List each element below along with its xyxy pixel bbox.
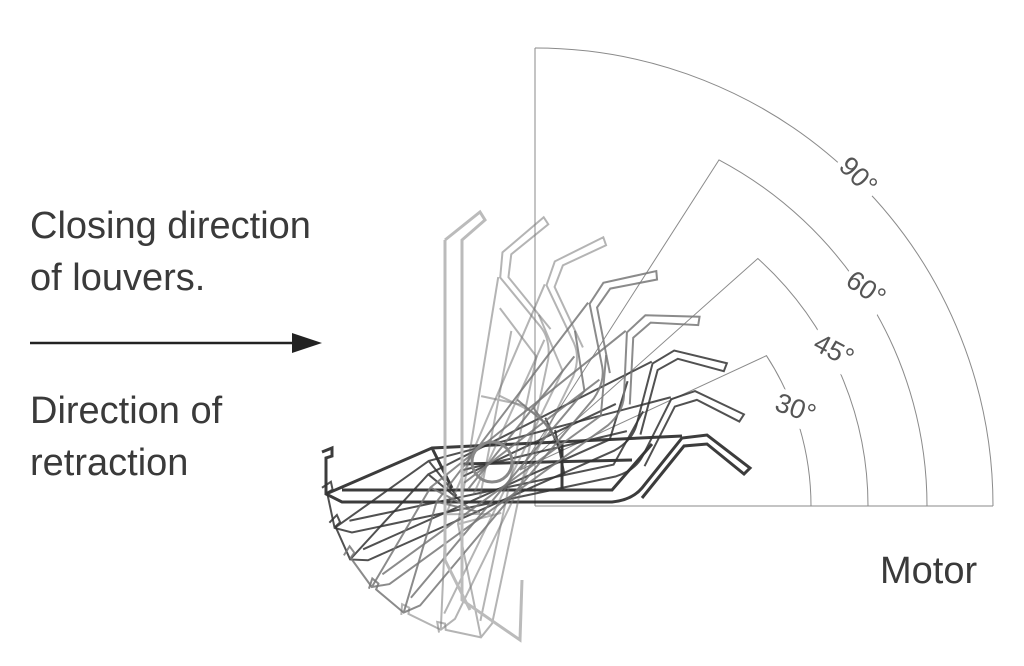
louver-open-position <box>443 209 524 643</box>
motor-label: Motor <box>880 550 978 592</box>
louver-position-5 <box>400 235 608 631</box>
retraction-direction-label-2: retraction <box>30 442 189 484</box>
direction-arrow <box>30 333 322 353</box>
angle-arc-60 <box>519 159 928 507</box>
closing-direction-label: Closing direction <box>30 205 311 247</box>
angle-label-60: 60° <box>841 264 892 312</box>
louver-position-4 <box>367 269 659 614</box>
retraction-direction-label: Direction of <box>30 390 223 432</box>
closing-direction-label-2: of louvers. <box>30 257 206 299</box>
pivot-icon <box>470 440 514 484</box>
louver-position-6 <box>435 215 552 639</box>
angle-label-90: 90° <box>833 151 883 201</box>
louver-position-3 <box>343 314 701 589</box>
